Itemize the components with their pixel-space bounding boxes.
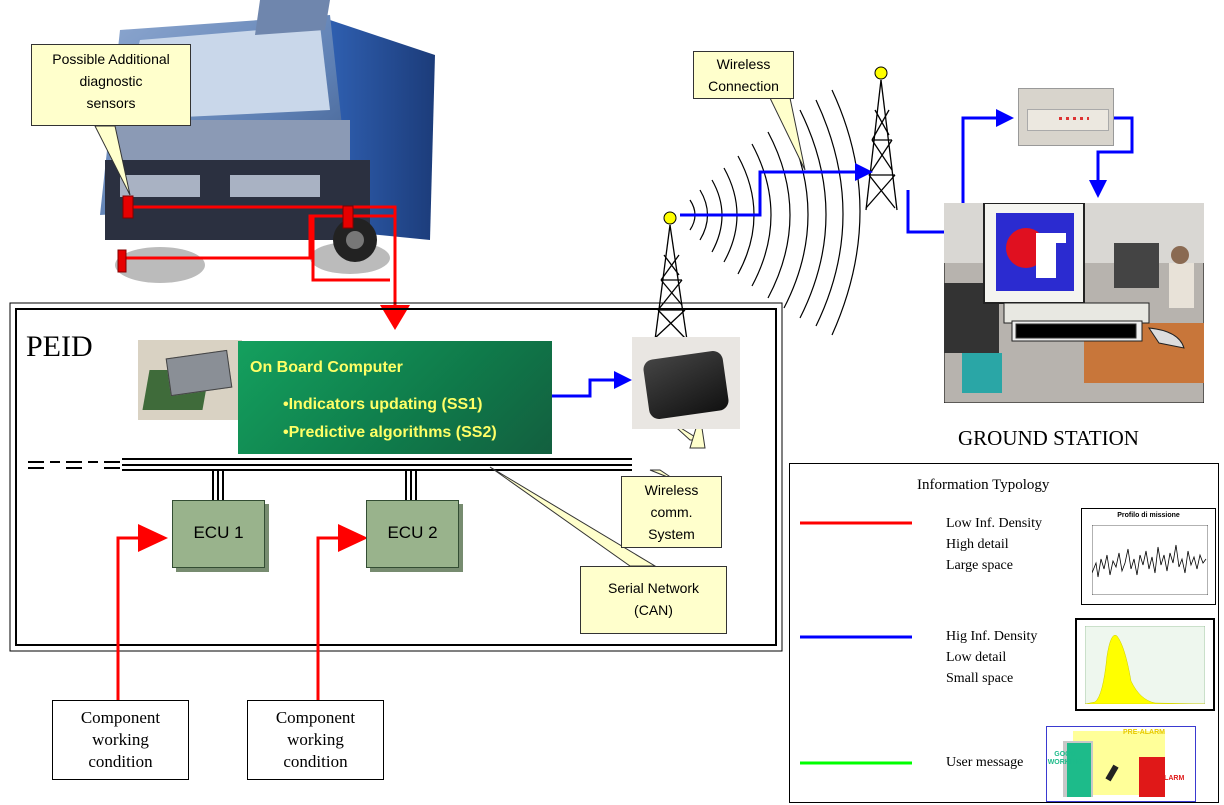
component-1-line1: Component bbox=[80, 708, 161, 727]
peid-inner-frame bbox=[15, 308, 777, 646]
serial-network-line1: Serial Network bbox=[607, 580, 700, 596]
wireless-connection-callout: Wireless Connection bbox=[693, 51, 794, 99]
computer-item1: •Indicators updating (SS1) bbox=[283, 396, 483, 413]
ecu2-box: ECU 2 bbox=[366, 500, 459, 568]
wireless-system-line1: Wireless bbox=[644, 482, 699, 498]
ground-station-image bbox=[944, 203, 1204, 403]
wireless-link bbox=[680, 116, 1134, 234]
wireless-system-line2: comm. bbox=[650, 504, 693, 520]
sensor-icons bbox=[117, 195, 354, 273]
legend-row-2-line2: Low detail bbox=[946, 650, 1007, 665]
sensors-callout-line3: sensors bbox=[86, 95, 136, 111]
component-box-1: Component working condition bbox=[52, 700, 189, 780]
ecu2-arrow bbox=[338, 524, 368, 552]
antenna-tower-2 bbox=[865, 79, 898, 211]
wireless-arrow-1 bbox=[855, 163, 873, 181]
component-box-2: Component working condition bbox=[247, 700, 384, 780]
user-message-thumbnail: GOOD WORKING PRE-ALARM ALARM bbox=[1046, 726, 1196, 802]
computer-title: On Board Computer bbox=[250, 359, 403, 376]
mission-profile-plot bbox=[1092, 525, 1208, 595]
antenna-1-tip bbox=[663, 211, 677, 225]
legend-row-1-line1: Low Inf. Density bbox=[946, 516, 1043, 531]
sensor-arrow bbox=[380, 305, 410, 330]
ground-station-label: GROUND STATION bbox=[958, 426, 1139, 450]
computer-item2: •Predictive algorithms (SS2) bbox=[283, 424, 497, 441]
wireless-connection-line1: Wireless bbox=[716, 56, 771, 72]
ecu1-arrow bbox=[138, 524, 168, 552]
alarm-label: ALARM bbox=[1159, 775, 1185, 782]
wireless-system-callout: Wireless comm. System bbox=[621, 476, 722, 548]
pre-alarm-label: PRE-ALARM bbox=[1123, 729, 1165, 736]
ecu1-box: ECU 1 bbox=[172, 500, 265, 568]
density-plot bbox=[1085, 626, 1205, 704]
sensor-wiring bbox=[120, 205, 397, 305]
sensors-callout: Possible Additional diagnostic sensors bbox=[31, 44, 191, 126]
mission-profile-title: Profilo di missione bbox=[1117, 512, 1180, 519]
component-1-line3: condition bbox=[88, 752, 153, 771]
legend-row-1-text: Low Inf. Density High detail Large space bbox=[946, 513, 1042, 576]
on-board-computer: On Board Computer •Indicators updating (… bbox=[238, 341, 552, 454]
component-2-line1: Component bbox=[275, 708, 356, 727]
density-thumbnail bbox=[1075, 618, 1215, 711]
peid-title: PEID bbox=[26, 330, 93, 363]
component-wiring bbox=[116, 536, 340, 700]
legend-row-2-line3: Small space bbox=[946, 671, 1014, 686]
ecu-board-image bbox=[138, 340, 242, 420]
legend-row-2-text: Hig Inf. Density Low detail Small space bbox=[946, 626, 1037, 689]
wireless-system-line3: System bbox=[648, 526, 695, 542]
antenna-2-tip bbox=[874, 66, 888, 80]
legend-title: Information Typology bbox=[917, 477, 1050, 493]
legend-row-2-line1: Hig Inf. Density bbox=[946, 629, 1038, 644]
sensors-callout-line1: Possible Additional bbox=[52, 51, 170, 67]
serial-network-callout: Serial Network (CAN) bbox=[580, 566, 727, 634]
peid-outer-frame bbox=[9, 302, 783, 652]
legend-box: Information Typology bbox=[789, 463, 1219, 803]
legend-row-1-line3: Large space bbox=[946, 558, 1013, 573]
ecu1-label: ECU 1 bbox=[193, 523, 244, 542]
serial-network-line2: (CAN) bbox=[634, 602, 673, 618]
station-arrow bbox=[1089, 180, 1107, 198]
callout-pointers bbox=[94, 97, 806, 567]
sensors-callout-line2: diagnostic bbox=[79, 73, 143, 89]
ecu2-label: ECU 2 bbox=[387, 523, 438, 542]
component-1-line2: working bbox=[92, 730, 149, 749]
can-bus bbox=[28, 458, 632, 500]
component-2-line3: condition bbox=[283, 752, 348, 771]
legend-row-3-text: User message bbox=[946, 755, 1024, 770]
modem-arrow bbox=[996, 109, 1014, 127]
good-working-label: GOOD WORKING bbox=[1047, 751, 1083, 766]
wireless-connection-line2: Connection bbox=[708, 78, 779, 94]
wireless-device-image bbox=[632, 337, 740, 429]
radio-waves bbox=[689, 89, 861, 336]
antenna-tower-1 bbox=[654, 224, 688, 341]
component-2-line2: working bbox=[287, 730, 344, 749]
modem-image bbox=[1018, 88, 1114, 146]
legend-row-1-line2: High detail bbox=[946, 537, 1009, 552]
computer-wireless-link bbox=[552, 378, 618, 398]
mission-profile-thumbnail: Profilo di missione bbox=[1081, 508, 1216, 605]
computer-wireless-arrow bbox=[614, 371, 632, 389]
